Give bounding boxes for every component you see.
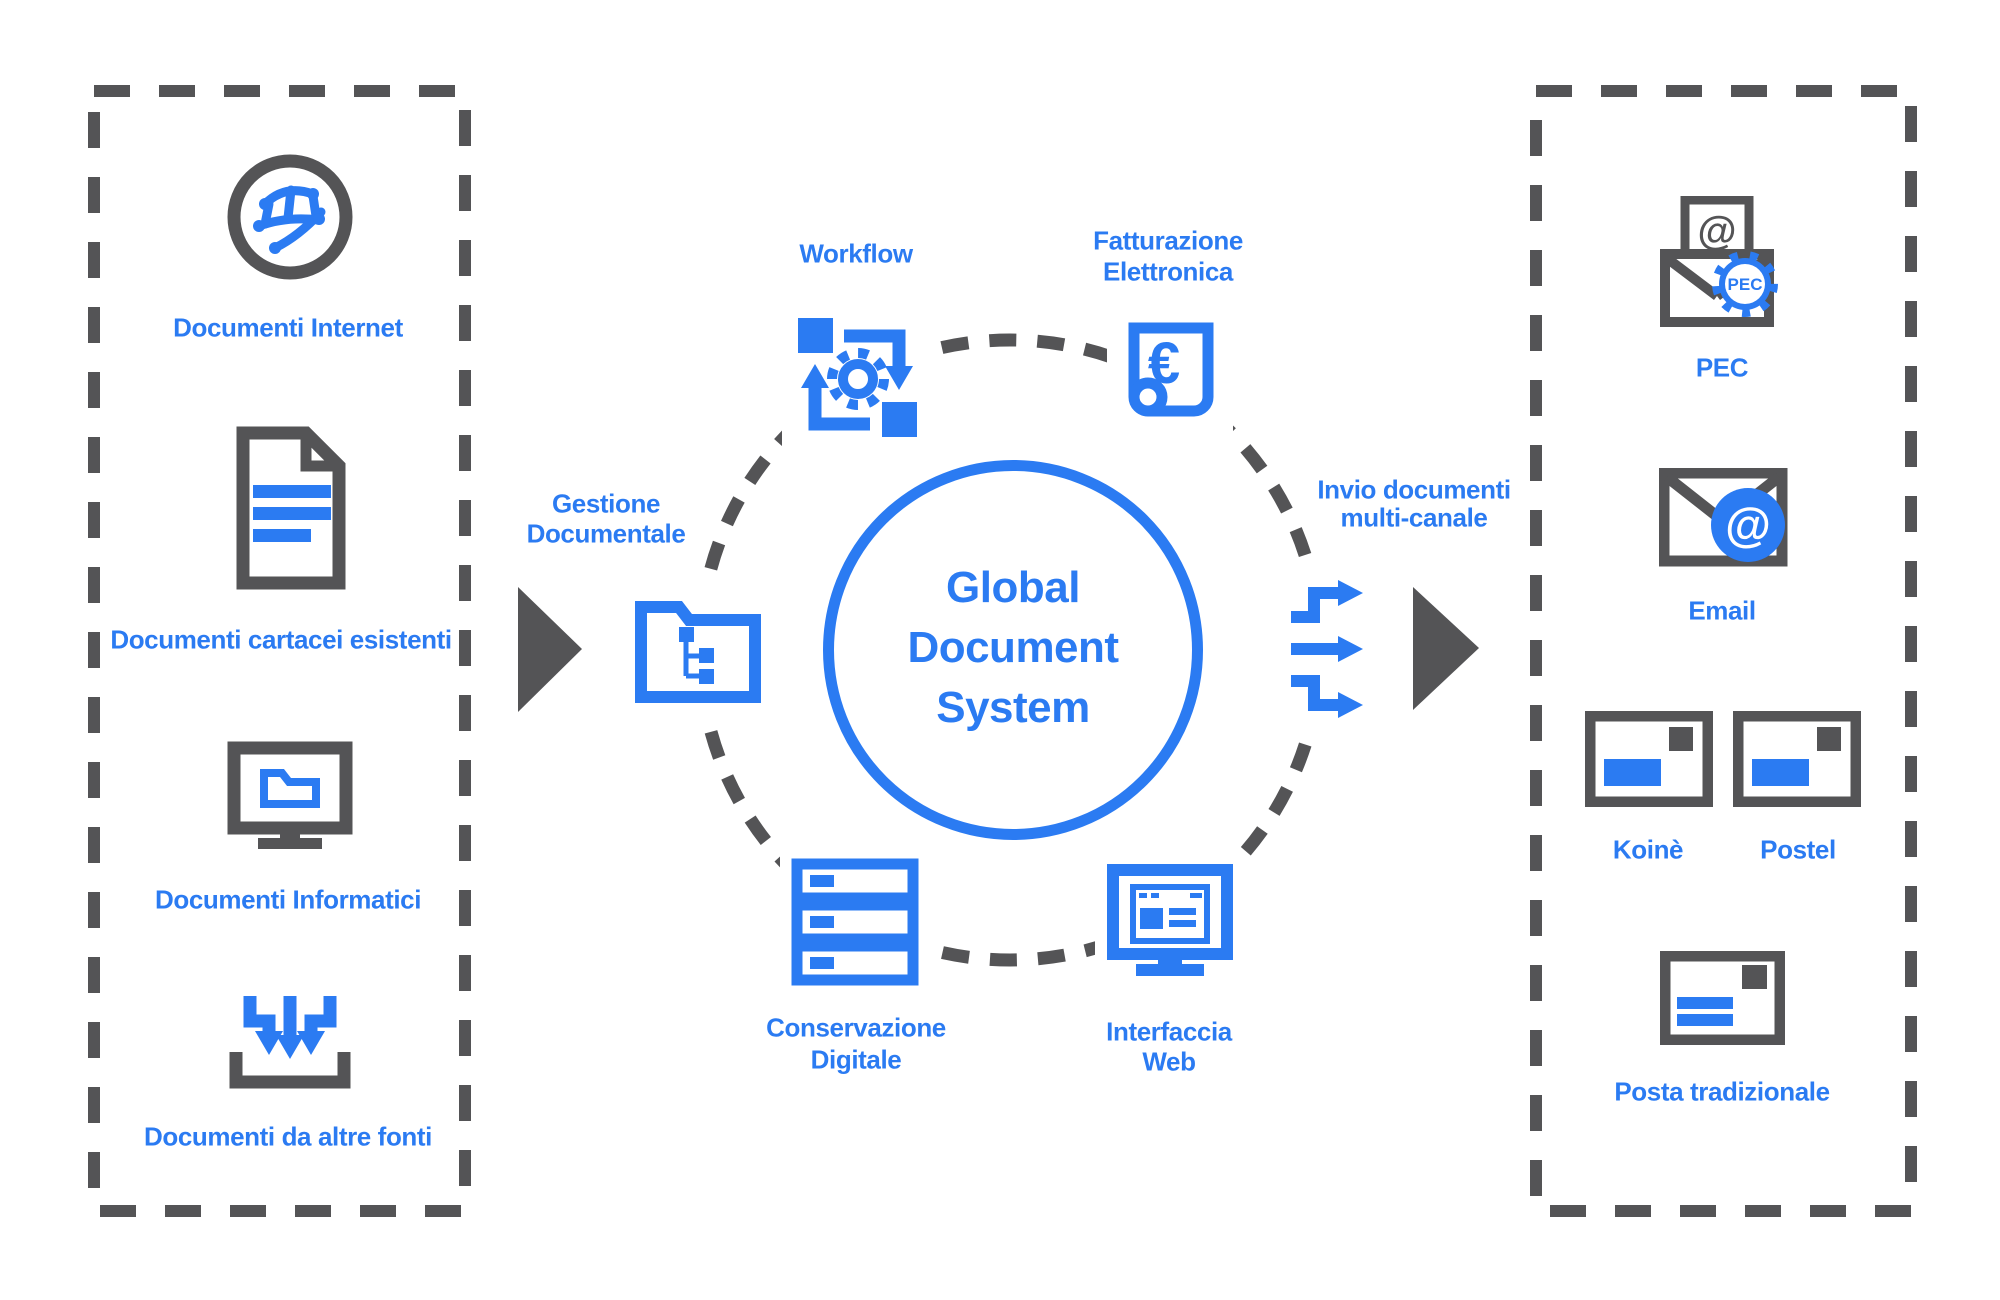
gds-title: Global Document System xyxy=(907,558,1119,738)
output-panel-border xyxy=(1530,85,1917,1217)
email-at-badge: @ xyxy=(1711,488,1785,562)
input-label-internet: Documenti Internet xyxy=(173,312,403,343)
input-flow-arrow-icon xyxy=(518,587,582,712)
computer-folder-icon xyxy=(227,741,353,849)
paper-document-icon xyxy=(236,426,346,590)
output-label-email: Email xyxy=(1688,595,1756,626)
workflow-node xyxy=(782,302,932,452)
email-envelope-icon: @ xyxy=(1659,468,1788,567)
koine-postcard-icon xyxy=(1585,711,1713,807)
gestione-label-line2: Documentale xyxy=(526,518,686,549)
conservazione-node xyxy=(780,848,930,996)
interfaccia-node xyxy=(1095,853,1245,987)
invoice-icon: € xyxy=(1128,322,1214,417)
output-label-postel: Postel xyxy=(1760,834,1836,865)
input-label-cartacei: Documenti cartacei esistenti xyxy=(110,624,452,655)
pec-at-symbol: @ xyxy=(1697,209,1736,253)
output-flow-arrow-icon xyxy=(1413,587,1479,710)
gestione-node xyxy=(623,583,773,715)
pec-envelope-icon: @ PEC xyxy=(1660,196,1778,327)
input-label-informatici: Documenti Informatici xyxy=(154,884,422,915)
interfaccia-label-line2: Web xyxy=(1142,1046,1196,1077)
invio-node xyxy=(1276,565,1378,735)
input-panel-border xyxy=(88,85,471,1217)
gds-core-circle xyxy=(823,460,1203,840)
interfaccia-label-line1: Interfaccia xyxy=(1106,1016,1232,1047)
traditional-mail-icon xyxy=(1660,951,1785,1045)
conservazione-label-line1: Conservazione xyxy=(766,1012,946,1043)
invio-label-line2: multi-canale xyxy=(1340,502,1488,533)
conservazione-label-line2: Digitale xyxy=(810,1044,902,1075)
gestione-label-line1: Gestione xyxy=(551,488,661,519)
fatturazione-label-line2: Elettronica xyxy=(1103,256,1233,287)
folder-tree-icon xyxy=(635,601,761,703)
workflow-label: Workflow xyxy=(799,238,913,269)
email-at-symbol: @ xyxy=(1725,498,1771,551)
output-label-koine: Koinè xyxy=(1612,834,1684,865)
inbox-arrows-icon xyxy=(229,996,351,1089)
postel-postcard-icon xyxy=(1733,711,1861,807)
pec-badge: PEC xyxy=(1712,251,1778,317)
euro-symbol: € xyxy=(1148,331,1180,396)
servers-icon xyxy=(791,858,919,986)
input-label-altre-fonti: Documenti da altre fonti xyxy=(144,1121,432,1152)
output-label-posta: Posta tradizionale xyxy=(1614,1076,1830,1107)
output-label-pec: PEC xyxy=(1695,352,1749,383)
gds-title-line2: Document xyxy=(907,623,1119,672)
gds-title-line1: Global xyxy=(946,563,1080,612)
fatturazione-node: € xyxy=(1107,305,1233,451)
gds-title-line3: System xyxy=(936,683,1090,732)
globe-icon xyxy=(227,154,353,280)
web-monitor-icon xyxy=(1107,864,1233,976)
invio-label-line1: Invio documenti xyxy=(1317,474,1511,505)
workflow-icon xyxy=(798,318,917,437)
pec-badge-text: PEC xyxy=(1728,275,1763,294)
multichannel-arrows-icon xyxy=(1291,580,1363,718)
fatturazione-label-line1: Fatturazione xyxy=(1093,225,1243,256)
